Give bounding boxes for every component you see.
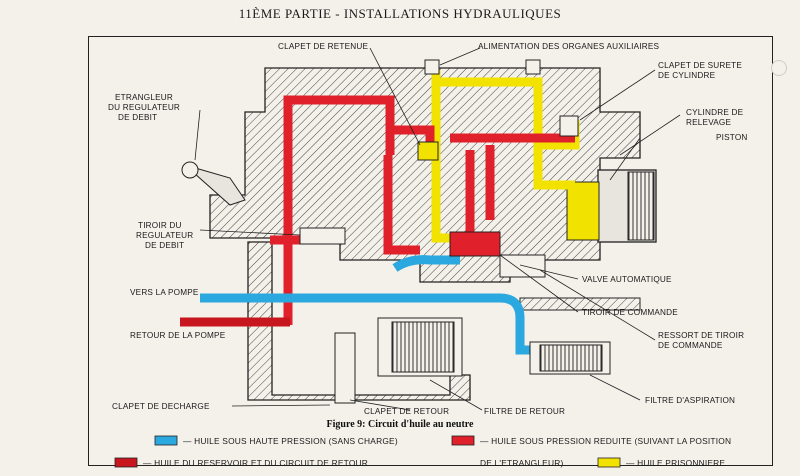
legend: — HUILE SOUS HAUTE PRESSION (SANS CHARGE… xyxy=(114,435,731,468)
label-clapet-surete-2: DE CYLINDRE xyxy=(658,71,716,80)
valve-components xyxy=(181,59,611,404)
legend-reduced-pressure-cont: DE L'ETRANGLEUR) xyxy=(480,458,563,468)
label-cylindre-2: RELEVAGE xyxy=(686,118,731,127)
label-retour-pompe: RETOUR DE LA POMPE xyxy=(130,331,226,340)
legend-swatch-red xyxy=(451,435,475,446)
label-cylindre-1: CYLINDRE DE xyxy=(686,108,744,117)
legend-swatch-blue xyxy=(154,435,178,446)
lift-cylinder xyxy=(566,169,657,243)
label-clapet-retenue: CLAPET DE RETENUE xyxy=(278,42,368,51)
label-filtre-retour: FILTRE DE RETOUR xyxy=(484,407,565,416)
label-etrangleur-3: DE DEBIT xyxy=(118,113,157,122)
leader-lines xyxy=(194,47,681,411)
label-piston: PISTON xyxy=(716,133,748,142)
label-tiroir-regulateur-2: REGULATEUR xyxy=(136,231,193,240)
page-header: 11ÈME PARTIE - INSTALLATIONS HYDRAULIQUE… xyxy=(238,6,562,21)
legend-swatch-yellow xyxy=(597,457,621,468)
legend-trapped-oil: — HUILE PRISONNIERE xyxy=(626,458,725,468)
binder-hole xyxy=(771,60,787,76)
legend-swatch-dark-red xyxy=(114,457,138,468)
label-vers-la-pompe: VERS LA POMPE xyxy=(130,288,199,297)
label-etrangleur-1: ETRANGLEUR xyxy=(115,93,173,102)
label-ressort-2: DE COMMANDE xyxy=(658,341,723,350)
label-tiroir-regulateur-1: TIROIR DU xyxy=(138,221,182,230)
label-filtre-aspiration: FILTRE D'ASPIRATION xyxy=(645,396,735,405)
label-clapet-retour: CLAPET DE RETOUR xyxy=(364,407,449,416)
legend-reduced-pressure: — HUILE SOUS PRESSION REDUITE (SUIVANT L… xyxy=(480,436,731,446)
figure-caption: Figure 9: Circuit d'huile au neutre xyxy=(327,419,475,430)
reduced-pressure-circuit xyxy=(270,95,575,325)
label-clapet-surete-1: CLAPET DE SURETE xyxy=(658,61,742,70)
legend-high-pressure: — HUILE SOUS HAUTE PRESSION (SANS CHARGE… xyxy=(183,436,398,446)
label-alimentation: ALIMENTATION DES ORGANES AUXILIAIRES xyxy=(478,42,659,51)
label-etrangleur-2: DU REGULATEUR xyxy=(108,103,180,112)
label-tiroir-regulateur-3: DE DEBIT xyxy=(145,241,184,250)
legend-return-oil: — HUILE DU RESERVOIR ET DU CIRCUIT DE RE… xyxy=(143,458,368,468)
label-clapet-decharge: CLAPET DE DECHARGE xyxy=(112,402,210,411)
label-valve-automatique: VALVE AUTOMATIQUE xyxy=(582,275,672,284)
label-tiroir-commande: TIROIR DE COMMANDE xyxy=(582,308,678,317)
figure-frame xyxy=(88,36,773,466)
high-pressure-circuit xyxy=(200,255,530,355)
label-ressort-1: RESSORT DE TIROIR xyxy=(658,331,744,340)
